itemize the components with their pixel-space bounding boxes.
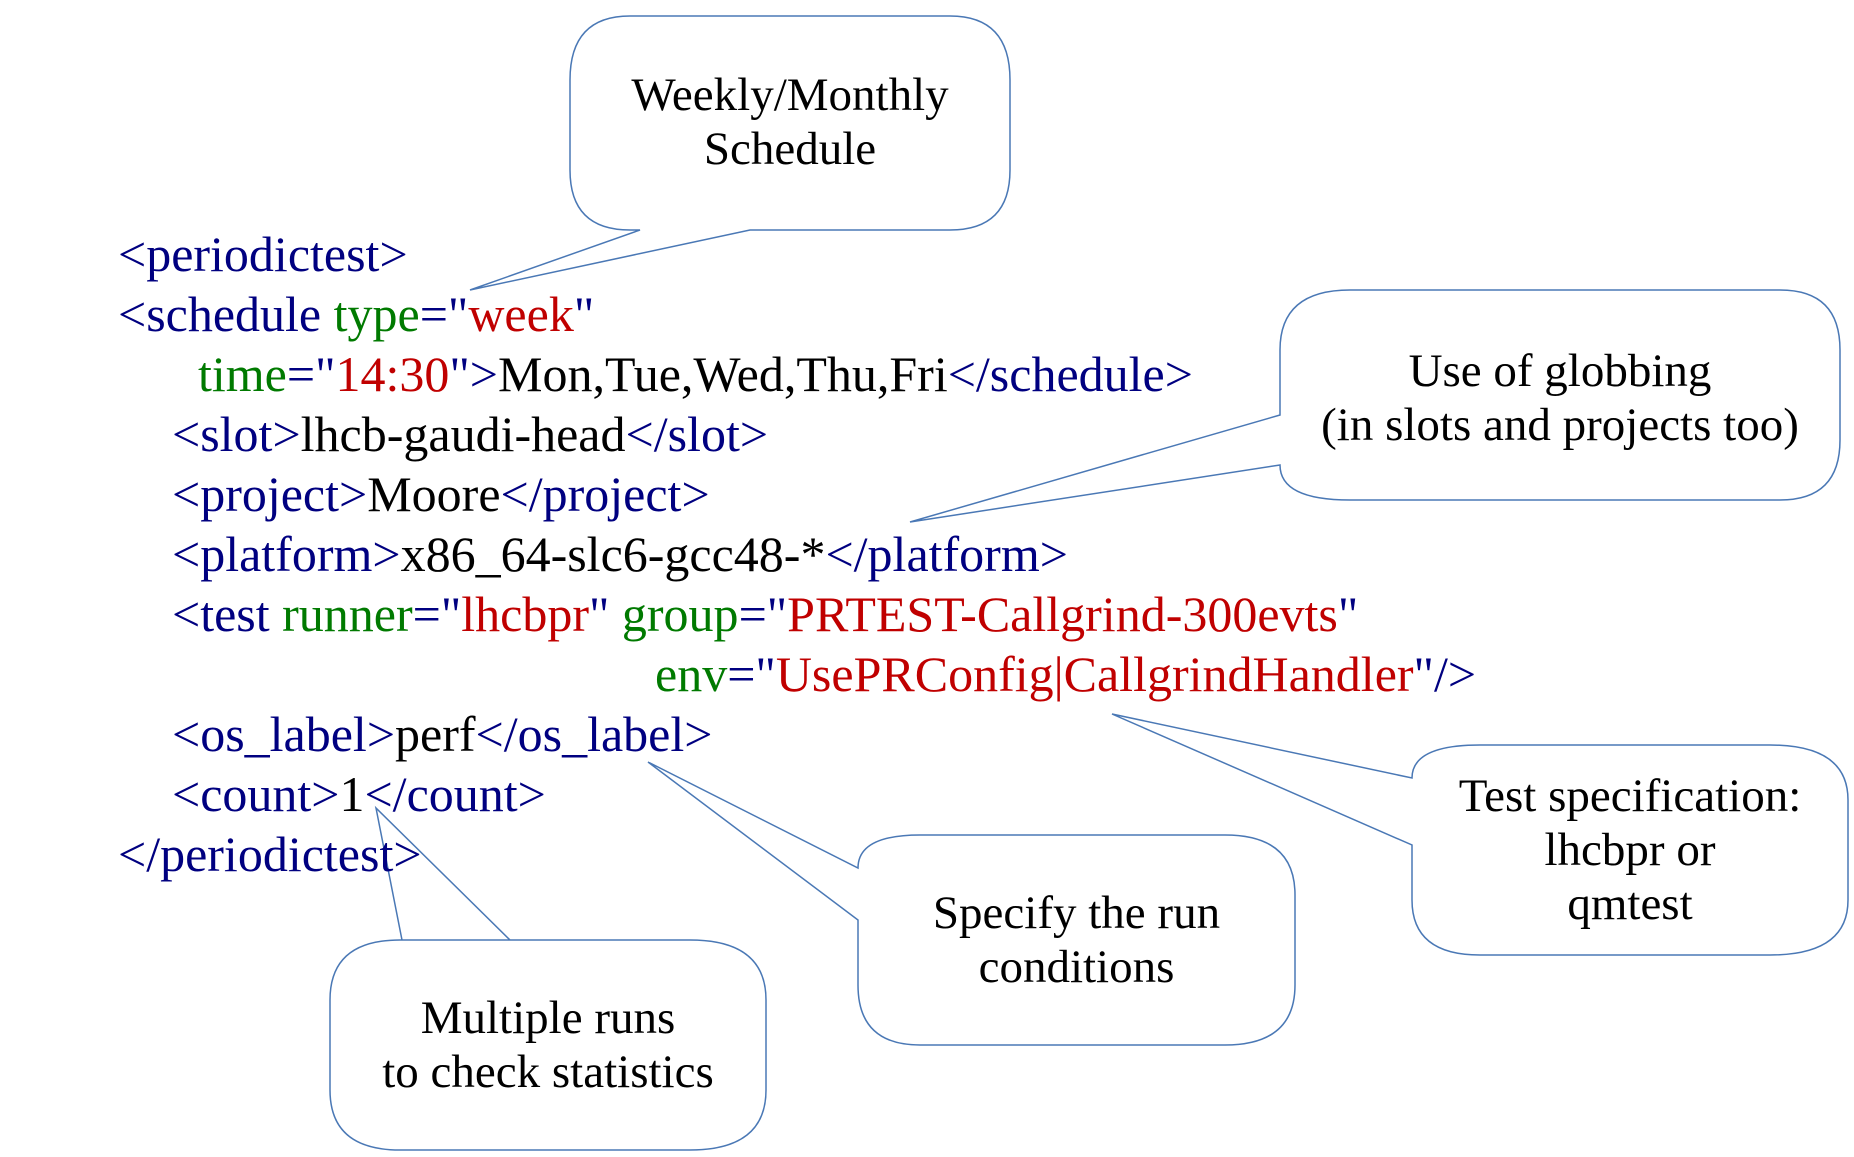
callout-globbing [909, 289, 1841, 523]
xml-tag-token: </platform> [825, 526, 1068, 582]
xml-attribute-token: time [198, 346, 287, 402]
callout-globbing-text: Use of globbing (in slots and projects t… [1280, 344, 1840, 452]
xml-tag-token: </project> [500, 466, 710, 522]
callout-schedule [469, 15, 1011, 291]
callout-line: (in slots and projects too) [1321, 399, 1799, 451]
callout-test-spec-text: Test specification: lhcbpr or qmtest [1412, 769, 1848, 931]
xml-value-token: lhcbpr [461, 586, 589, 642]
code-line: <project>Moore</project> [172, 464, 710, 524]
callout-schedule-text: Weekly/Monthly Schedule [570, 68, 1010, 176]
xml-text-token: lhcb-gaudi-head [300, 406, 626, 462]
xml-tag-token: </os_label> [475, 706, 713, 762]
xml-tag-token: "> [449, 346, 498, 402]
code-line: <periodictest> [118, 224, 408, 284]
code-line: time="14:30">Mon,Tue,Wed,Thu,Fri</schedu… [198, 344, 1193, 404]
xml-tag-token: <platform> [172, 526, 401, 582]
callout-multiple-runs-text: Multiple runs to check statistics [330, 991, 766, 1099]
xml-text-token: Mon,Tue,Wed,Thu,Fri [498, 346, 948, 402]
xml-value-token: week [468, 286, 574, 342]
callout-multiple-runs [329, 805, 767, 1151]
xml-text-token: x86_64-slc6-gcc48-* [400, 526, 826, 582]
callout-line: Weekly/Monthly [631, 69, 949, 121]
xml-text-token: Moore [367, 466, 501, 522]
callout-line: qmtest [1567, 878, 1693, 930]
code-line: <slot>lhcb-gaudi-head</slot> [172, 404, 768, 464]
xml-tag-token: <os_label> [172, 706, 396, 762]
xml-tag-token: <slot> [172, 406, 301, 462]
xml-text-token: perf [395, 706, 476, 762]
xml-tag-token: <count> [172, 766, 340, 822]
xml-tag-token: <schedule [118, 286, 334, 342]
code-line: <test runner="lhcbpr" group="PRTEST-Call… [172, 584, 1358, 644]
callout-test-spec [1111, 713, 1849, 956]
xml-tag-token: =" [738, 586, 788, 642]
code-line: <os_label>perf</os_label> [172, 704, 712, 764]
callout-line: lhcbpr or [1544, 824, 1716, 876]
xml-tag-token: <test [172, 586, 283, 642]
xml-tag-token: " [1337, 586, 1359, 642]
xml-attribute-token: env [655, 646, 728, 702]
xml-tag-token: =" [419, 286, 469, 342]
xml-tag-token: <project> [172, 466, 368, 522]
code-line: <platform>x86_64-slc6-gcc48-*</platform> [172, 524, 1068, 584]
xml-tag-token: </schedule> [947, 346, 1193, 402]
xml-tag-token: <periodictest> [118, 226, 408, 282]
xml-text-token: 1 [339, 766, 365, 822]
callout-line: Schedule [703, 123, 877, 175]
xml-tag-token: =" [286, 346, 336, 402]
xml-tag-token: =" [727, 646, 776, 702]
xml-value-token: PRTEST-Callgrind-300evts [787, 586, 1338, 642]
callout-line: Use of globbing [1408, 345, 1712, 397]
xml-value-token: 14:30 [335, 346, 450, 402]
callout-line: Specify the run [932, 887, 1221, 939]
callout-run-conditions [647, 761, 1296, 1046]
callout-run-conditions-text: Specify the run conditions [858, 886, 1295, 994]
code-line: env="UsePRConfig|CallgrindHandler"/> [655, 644, 1476, 704]
code-line: <schedule type="week" [118, 284, 594, 344]
callout-line: Test specification: [1458, 770, 1802, 822]
callout-line: Multiple runs [420, 992, 676, 1044]
code-line: </periodictest> [118, 824, 422, 884]
code-line: <count>1</count> [172, 764, 546, 824]
xml-tag-token: </periodictest> [118, 826, 422, 882]
xml-value-token: UsePRConfig|CallgrindHandler [775, 646, 1414, 702]
xml-tag-token: =" [412, 586, 462, 642]
callout-line: to check statistics [382, 1046, 714, 1098]
xml-tag-token: </slot> [625, 406, 769, 462]
xml-tag-token: "/> [1413, 646, 1477, 702]
xml-tag-token: " [588, 586, 622, 642]
xml-attribute-token: runner [282, 586, 413, 642]
xml-attribute-token: type [333, 286, 420, 342]
xml-attribute-token: group [621, 586, 739, 642]
xml-tag-token: " [573, 286, 595, 342]
callout-line: conditions [978, 941, 1175, 993]
xml-tag-token: </count> [364, 766, 546, 822]
